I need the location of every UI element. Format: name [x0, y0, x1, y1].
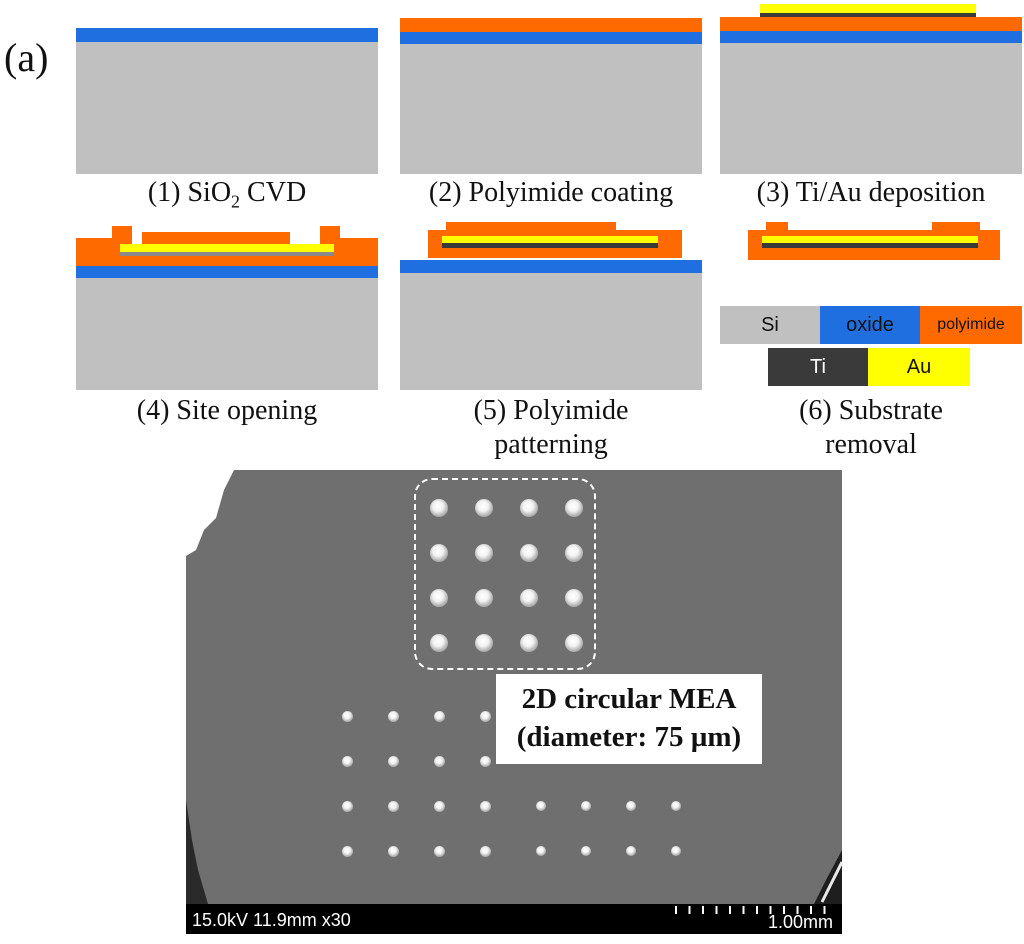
electrode-site [475, 589, 493, 607]
electrode-site [671, 846, 681, 856]
electrode-site [475, 544, 493, 562]
electrode-site [565, 634, 583, 652]
electrode-site [433, 710, 445, 722]
legend-si: Si [720, 306, 820, 344]
electrode-site [387, 755, 399, 767]
step-4-diagram [76, 226, 378, 390]
electrode-site [536, 846, 546, 856]
oxide-layer [76, 28, 378, 42]
sem-texture [186, 470, 842, 904]
legend-polyimide: polyimide [920, 306, 1022, 344]
au-layer [760, 4, 976, 13]
polyimide-layer [400, 18, 702, 32]
scale-bar-label: 1.00mm [768, 912, 834, 932]
electrode-site [387, 845, 399, 857]
edge-highlight [820, 861, 842, 903]
polyimide-layer [720, 17, 1022, 31]
electrode-site [536, 801, 546, 811]
scale-bar-ticks [675, 906, 826, 914]
step-4-caption: (4) Site opening [136, 395, 318, 426]
electrode-site [479, 710, 491, 722]
step-2-diagram [400, 18, 702, 174]
legend-au: Au [868, 348, 970, 386]
electrode-site [581, 846, 591, 856]
si-substrate [400, 273, 702, 390]
step-5-caption: (5) Polyimide patterning [473, 395, 629, 460]
electrode-site [341, 800, 353, 812]
electrode-site [565, 499, 583, 517]
electrode-site [520, 634, 538, 652]
legend-ti: Ti [768, 348, 868, 386]
step-1-caption: (1) SiO2 CVD [147, 177, 307, 212]
oxide-layer [76, 266, 378, 278]
electrode-site [626, 846, 636, 856]
ti-layer [120, 252, 334, 256]
sample-edge-bottomleft [186, 800, 208, 904]
electrode-site [520, 589, 538, 607]
oxide-layer [720, 31, 1022, 43]
electrode-site [520, 544, 538, 562]
electrode-site [581, 801, 591, 811]
ti-layer [762, 243, 978, 248]
electrode-site [479, 800, 491, 812]
sample-edge-bottomright [814, 850, 842, 904]
electrode-site [387, 710, 399, 722]
si-substrate [720, 43, 1022, 174]
au-layer [120, 244, 334, 252]
ti-layer [760, 13, 976, 17]
legend-oxide: oxide [820, 306, 920, 344]
electrode-site [433, 845, 445, 857]
highlight-frame [414, 478, 596, 670]
electrode-site [341, 755, 353, 767]
mea-annotation: 2D circular MEA (diameter: 75 µm) [496, 674, 762, 764]
step-2-caption: (2) Polyimide coating [428, 177, 674, 208]
electrode-site [520, 499, 538, 517]
electrode-site [565, 544, 583, 562]
electrode-site [387, 800, 399, 812]
electrode-site [430, 544, 448, 562]
electrode-site [433, 755, 445, 767]
electrode-site [433, 800, 445, 812]
electrode-site [479, 755, 491, 767]
si-substrate [76, 278, 378, 390]
step-5-diagram [400, 222, 702, 390]
sem-micrograph: 2D circular MEA (diameter: 75 µm) 15.0kV… [186, 470, 842, 934]
electrode-site [671, 801, 681, 811]
step-1-diagram [76, 28, 378, 174]
electrode-site [475, 499, 493, 517]
electrode-site [565, 589, 583, 607]
step-6-diagram [748, 222, 1000, 262]
step-3-caption: (3) Ti/Au deposition [756, 177, 986, 208]
electrode-site [430, 634, 448, 652]
material-legend: Si oxide polyimide Ti Au [720, 306, 1022, 386]
panel-label: (a) [4, 35, 49, 80]
electrode-site [430, 499, 448, 517]
electrode-site [479, 845, 491, 857]
step-3-diagram [720, 2, 1022, 174]
electrode-site [475, 634, 493, 652]
electrode-array [186, 470, 842, 904]
au-layer [762, 236, 978, 243]
si-substrate [400, 44, 702, 174]
electrode-site [341, 845, 353, 857]
sem-info-text: 15.0kV 11.9mm x30 [192, 910, 351, 930]
oxide-layer [400, 260, 702, 273]
oxide-layer [400, 32, 702, 44]
sem-info-bar: 15.0kV 11.9mm x30 1.00mm [186, 904, 842, 934]
sample-edge-topleft [186, 470, 234, 556]
electrode-site [341, 710, 353, 722]
au-layer [442, 236, 658, 243]
step-6-caption: (6) Substrate removal [799, 395, 943, 460]
ti-layer [442, 243, 658, 248]
electrode-site [430, 589, 448, 607]
si-substrate [76, 42, 378, 174]
electrode-site [626, 801, 636, 811]
